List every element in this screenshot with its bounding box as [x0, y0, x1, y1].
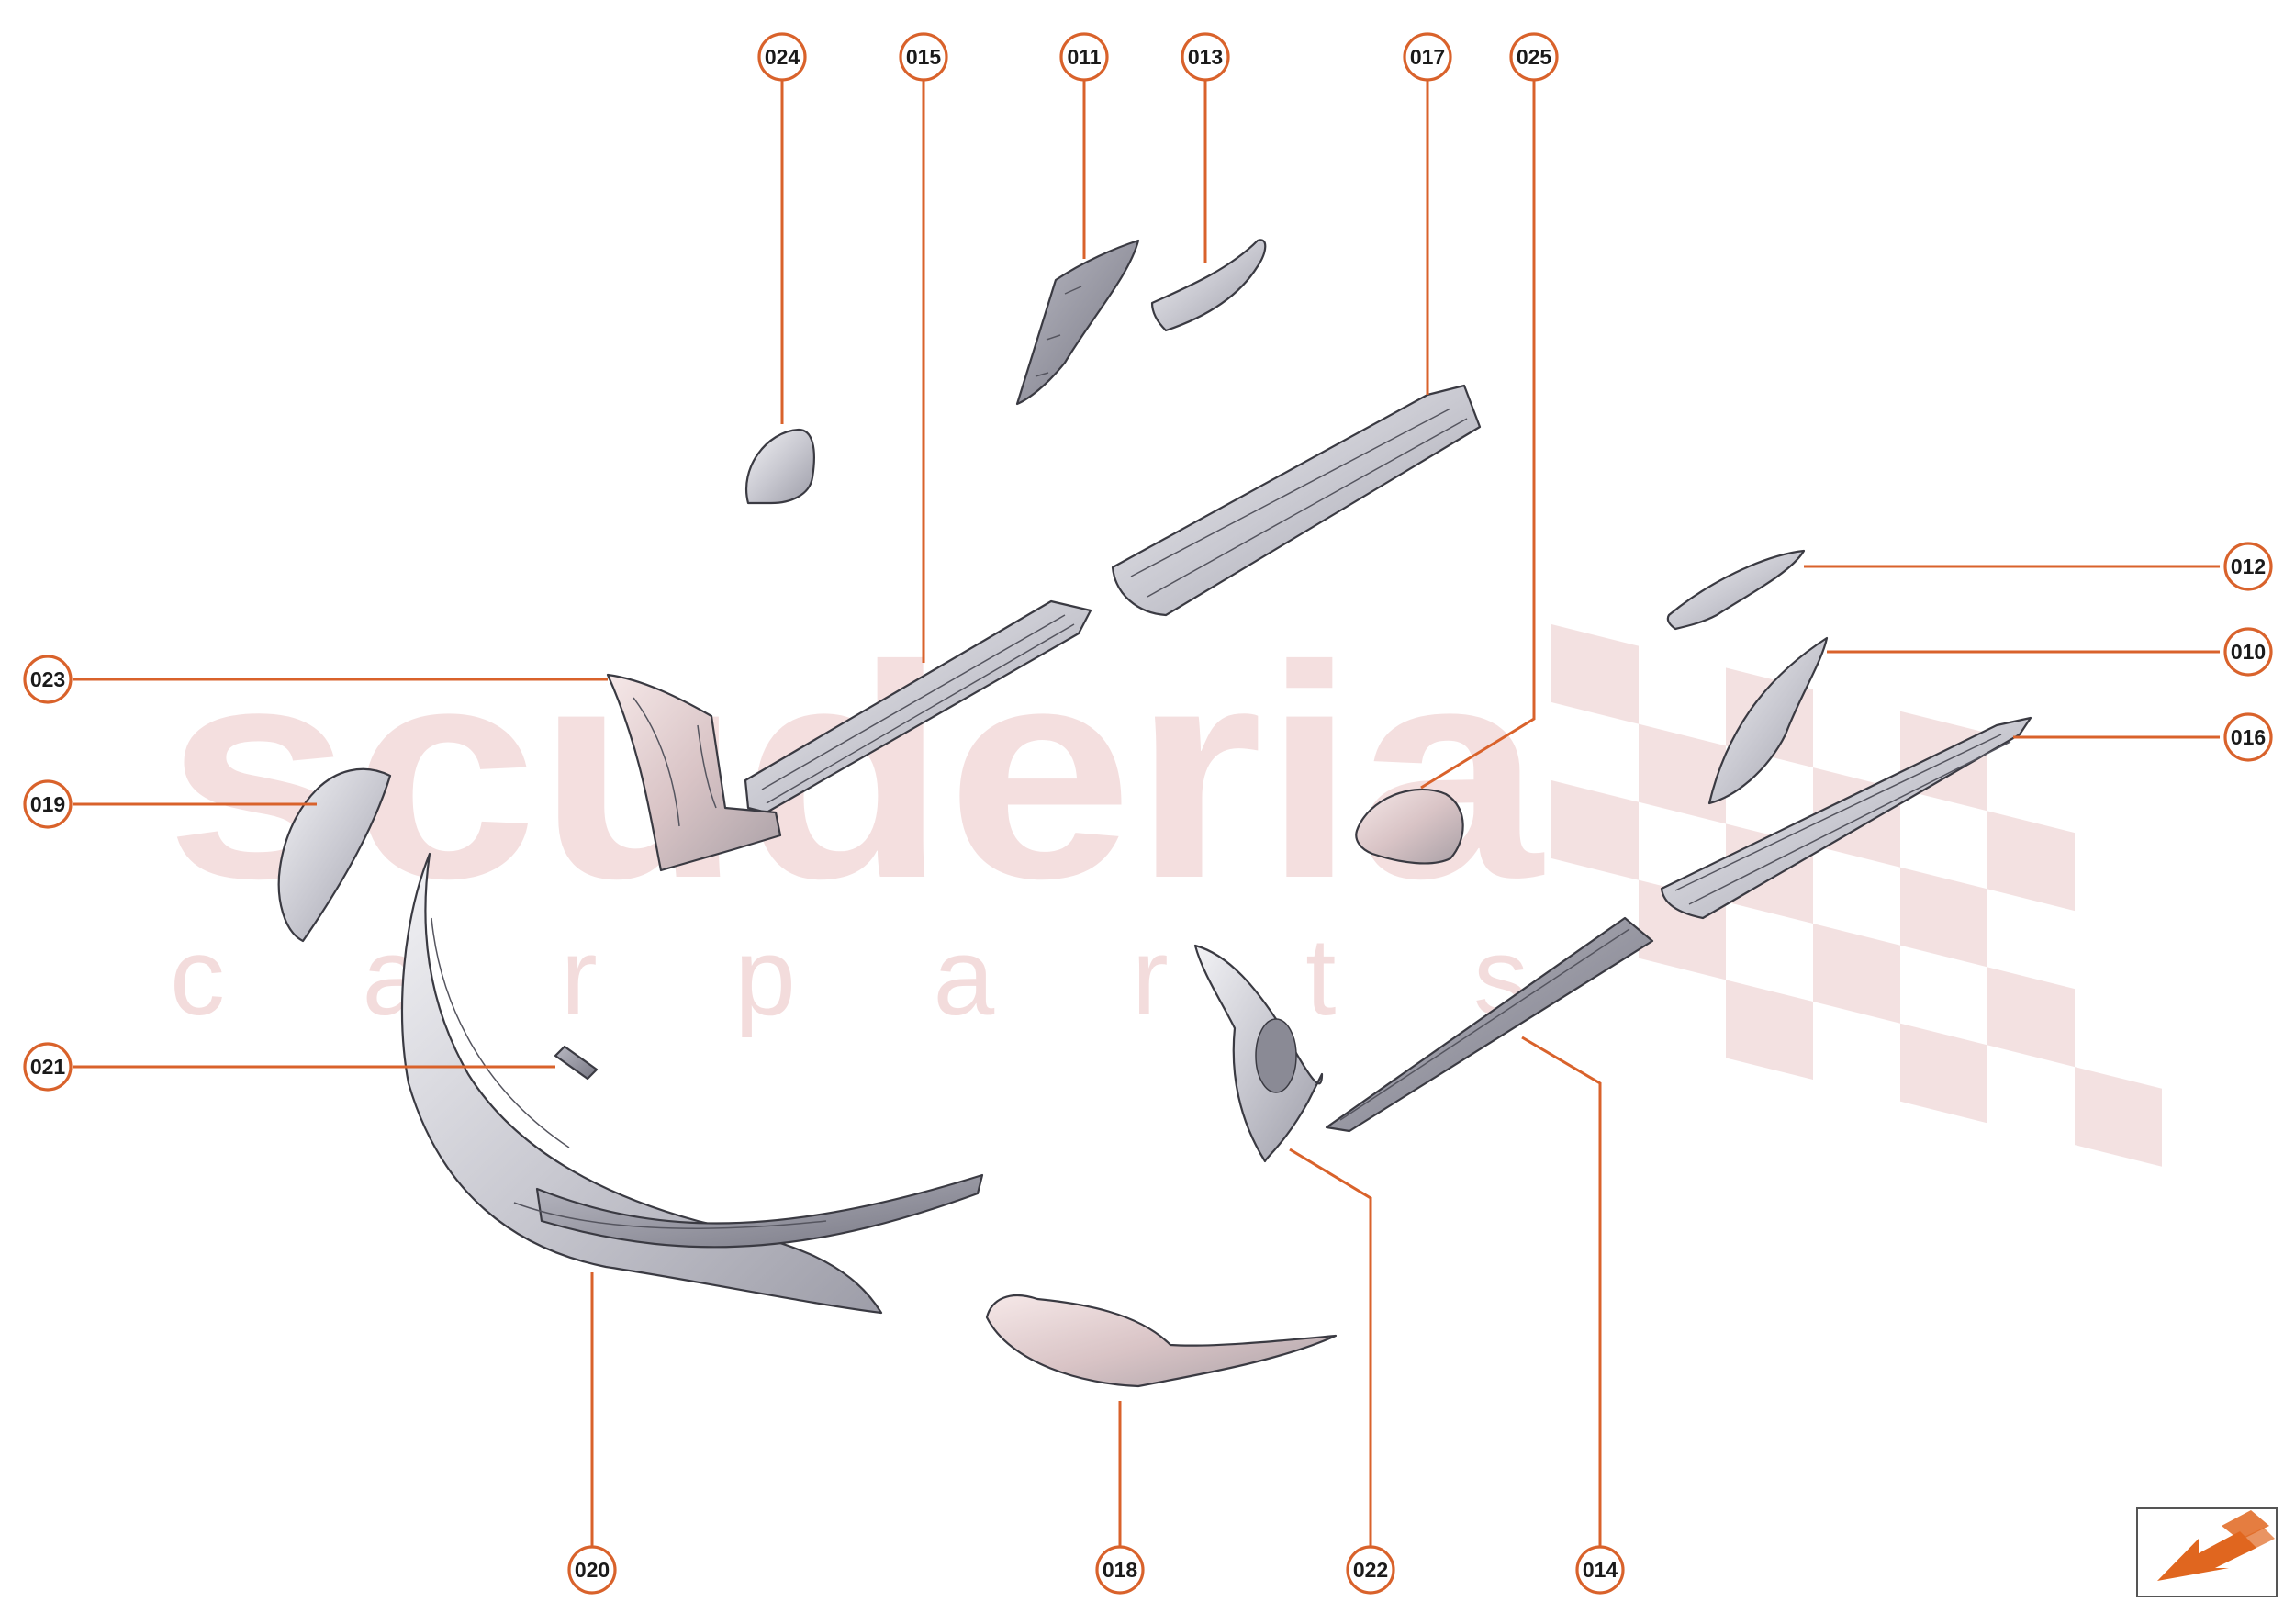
svg-text:016: 016	[2231, 725, 2266, 749]
callout-014[interactable]: 014	[1575, 1545, 1625, 1595]
callout-017[interactable]: 017	[1403, 32, 1452, 82]
callout-020[interactable]: 020	[567, 1545, 617, 1595]
callout-010[interactable]: 010	[2223, 627, 2273, 677]
part-011-triangular-trim	[1015, 239, 1140, 406]
callout-015[interactable]: 015	[899, 32, 948, 82]
parts	[277, 239, 2032, 1388]
svg-text:012: 012	[2231, 554, 2266, 578]
svg-text:020: 020	[575, 1558, 610, 1582]
callout-022[interactable]: 022	[1346, 1545, 1395, 1595]
svg-text:019: 019	[30, 792, 65, 816]
part-023-wheel-arch-panel	[606, 673, 782, 872]
part-014-sill-cover	[1325, 916, 1654, 1133]
orientation-arrow-icon	[2136, 1507, 2278, 1597]
callout-011[interactable]: 011	[1059, 32, 1109, 82]
part-020-front-bumper	[400, 852, 883, 1315]
part-024-mirror-cap	[745, 428, 815, 505]
callout-024[interactable]: 024	[757, 32, 807, 82]
callout-023[interactable]: 023	[23, 655, 73, 704]
callout-021[interactable]: 021	[23, 1042, 73, 1092]
part-017-sill-cover	[1111, 384, 1482, 617]
part-022-opening	[1255, 1018, 1297, 1093]
callout-013[interactable]: 013	[1181, 32, 1230, 82]
part-015-sill-cover	[744, 599, 1092, 814]
svg-text:023: 023	[30, 667, 65, 691]
callout-018[interactable]: 018	[1095, 1545, 1145, 1595]
callout-025[interactable]: 025	[1509, 32, 1559, 82]
part-021-small-bracket	[554, 1045, 599, 1081]
part-020-lower-lip	[535, 1173, 984, 1249]
part-010-triangle-trim	[1707, 636, 1829, 805]
svg-text:017: 017	[1410, 45, 1445, 69]
callouts: 024 015 011 013 017 025 012 010 016 023 …	[23, 32, 2273, 1595]
svg-text:018: 018	[1103, 1558, 1138, 1582]
part-012-curved-strip	[1666, 549, 1806, 631]
part-018-front-splitter	[985, 1294, 1338, 1388]
svg-text:022: 022	[1353, 1558, 1388, 1582]
part-016-sill-cover	[1660, 716, 2032, 920]
watermark-brand: scuderia	[165, 602, 1544, 941]
svg-text:024: 024	[765, 45, 800, 69]
part-025-mirror-cap	[1355, 788, 1464, 865]
svg-text:015: 015	[906, 45, 942, 69]
watermark-tagline: c a r p a r t s	[170, 915, 1528, 1038]
part-019-corner-piece	[277, 767, 392, 943]
svg-text:013: 013	[1188, 45, 1223, 69]
leader-lines	[73, 80, 2220, 1547]
svg-text:010: 010	[2231, 640, 2266, 664]
svg-text:011: 011	[1067, 45, 1101, 69]
callout-019[interactable]: 019	[23, 779, 73, 829]
svg-text:025: 025	[1517, 45, 1552, 69]
checkered-flag-watermark	[1551, 624, 2162, 1167]
callout-016[interactable]: 016	[2223, 712, 2273, 762]
part-013-curved-strip	[1150, 239, 1267, 332]
callout-012[interactable]: 012	[2223, 542, 2273, 591]
svg-text:014: 014	[1583, 1558, 1618, 1582]
svg-text:021: 021	[30, 1055, 66, 1079]
